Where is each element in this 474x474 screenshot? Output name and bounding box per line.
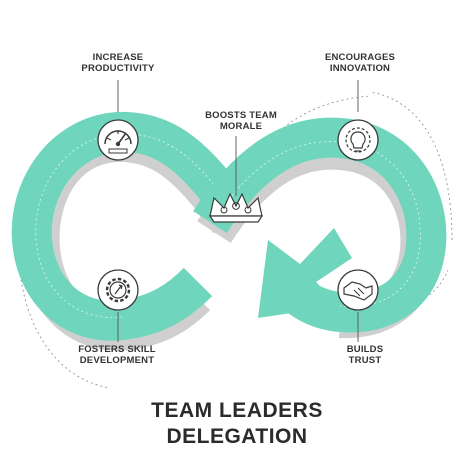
label-encourages-innovation: ENCOURAGES INNOVATION (300, 52, 420, 74)
label-builds-trust: BUILDS TRUST (320, 344, 410, 366)
label-line: BUILDS (346, 344, 384, 355)
diagram-title: TEAM LEADERS DELEGATION (0, 398, 474, 450)
label-line: FOSTERS SKILL (78, 344, 156, 355)
label-line: DEVELOPMENT (79, 355, 155, 366)
band-left-loop (11, 111, 253, 341)
team-crown-icon (208, 192, 264, 223)
label-line: MORALE (219, 121, 263, 132)
label-line: INNOVATION (329, 63, 391, 74)
handshake-icon (337, 269, 379, 311)
speedometer-icon (97, 119, 139, 161)
title-line: TEAM LEADERS (151, 399, 323, 422)
gear-icon (97, 269, 139, 311)
lightbulb-gear-icon (337, 119, 379, 161)
title-line: DELEGATION (166, 425, 308, 448)
label-increase-productivity: INCREASE PRODUCTIVITY (58, 52, 178, 74)
label-boosts-team-morale: BOOSTS TEAM MORALE (186, 110, 296, 132)
outer-dashed-guide-top (249, 95, 371, 166)
label-line: ENCOURAGES (324, 52, 396, 63)
band-arrow-head (258, 228, 352, 318)
label-line: INCREASE (92, 52, 144, 63)
outer-dashed-guide-right (369, 91, 453, 241)
label-line: PRODUCTIVITY (81, 63, 155, 74)
band-right-loop (193, 117, 447, 333)
band-right-dashes (213, 141, 421, 307)
label-line: TRUST (348, 355, 382, 366)
label-fosters-skill-development: FOSTERS SKILL DEVELOPMENT (52, 344, 182, 366)
label-line: BOOSTS TEAM (205, 110, 277, 121)
